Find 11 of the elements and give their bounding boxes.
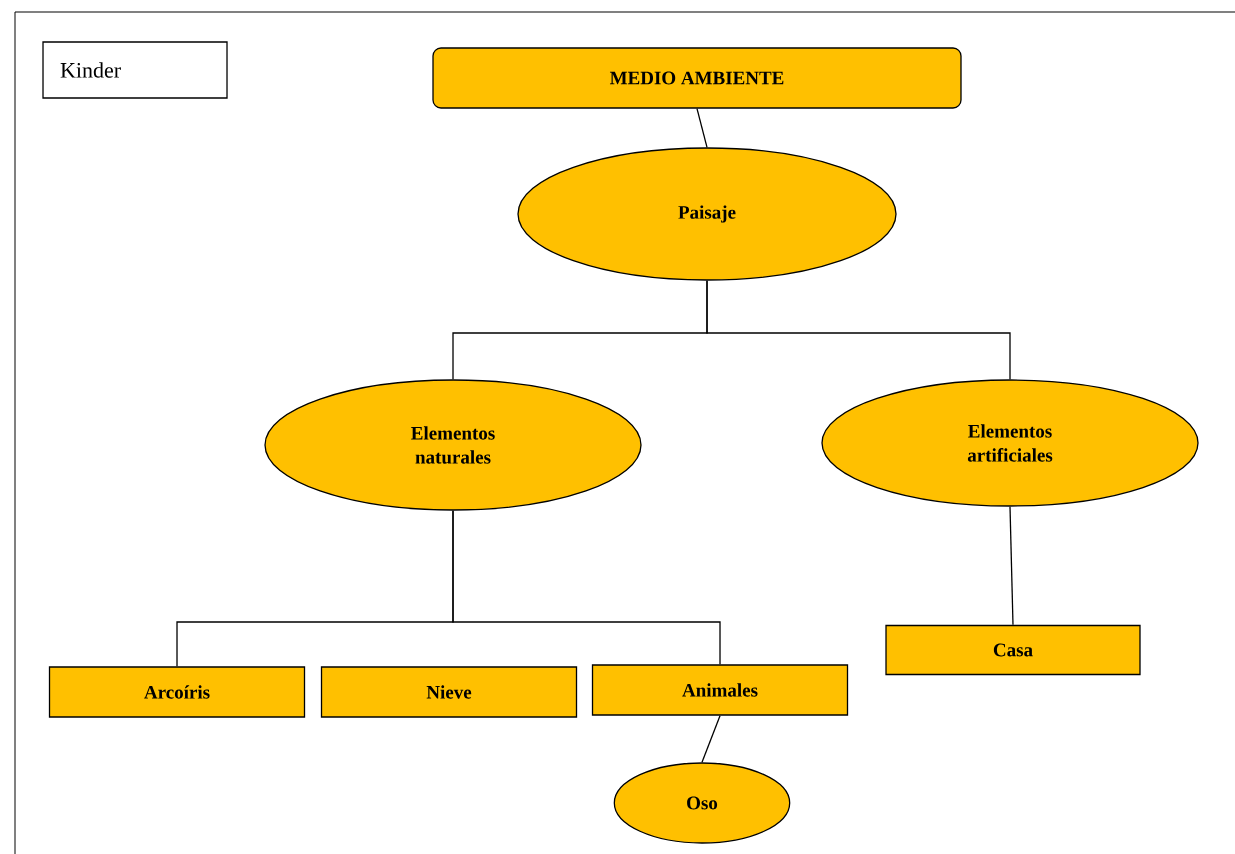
item-box: Arcoíris	[48, 666, 306, 718]
connector-line	[701, 715, 721, 763]
text-box: Kinder	[42, 41, 228, 99]
connector-line	[1009, 506, 1014, 626]
connector-line	[696, 108, 708, 148]
connector-line	[452, 510, 721, 665]
title-box: MEDIO AMBIENTE	[432, 47, 962, 109]
connector-line	[706, 280, 1011, 380]
item-box: Nieve	[320, 666, 578, 718]
item-box: Casa	[885, 624, 1141, 676]
item-box: Animales	[591, 664, 849, 716]
